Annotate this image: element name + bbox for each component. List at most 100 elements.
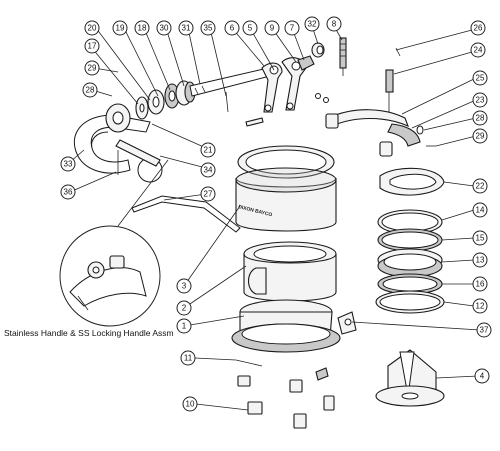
locking-segment-23 <box>379 123 421 157</box>
pin-26 <box>395 47 401 57</box>
callout-37: 37 <box>476 322 492 338</box>
valve-body-2 <box>243 241 337 302</box>
linkage-arm-25 <box>325 109 409 129</box>
inset-caption: Stainless Handle & SS Locking Handle Ass… <box>4 328 174 338</box>
ring-15 <box>377 228 443 252</box>
callout-4: 4 <box>474 368 490 384</box>
svg-text:6: 6 <box>230 24 235 33</box>
svg-text:28: 28 <box>86 86 95 95</box>
small-pins <box>225 91 329 127</box>
svg-text:30: 30 <box>160 24 169 33</box>
callout-28-left: 28 <box>82 82 98 98</box>
callout-21: 21 <box>200 142 216 158</box>
svg-text:32: 32 <box>308 20 317 29</box>
svg-text:35: 35 <box>204 24 213 33</box>
callout-5: 5 <box>242 20 258 36</box>
svg-text:14: 14 <box>476 206 485 215</box>
svg-text:29: 29 <box>476 132 485 141</box>
screw-11 <box>235 359 263 367</box>
callout-10: 10 <box>182 396 198 412</box>
latch-37 <box>337 311 357 335</box>
ring-14 <box>377 209 443 235</box>
svg-text:11: 11 <box>184 354 193 363</box>
callout-22: 22 <box>472 178 488 194</box>
callout-18: 18 <box>134 20 150 36</box>
callout-28-right: 28 <box>472 110 488 126</box>
svg-text:20: 20 <box>88 24 97 33</box>
spring-rod-24 <box>385 69 394 112</box>
svg-text:19: 19 <box>116 24 125 33</box>
washer-28 <box>416 125 424 135</box>
hardware-set-10 <box>237 367 335 429</box>
callout-8: 8 <box>326 16 342 32</box>
callout-26: 26 <box>470 20 486 36</box>
callout-14: 14 <box>472 202 488 218</box>
callout-17: 17 <box>84 38 100 54</box>
callout-36: 36 <box>60 184 76 200</box>
svg-text:26: 26 <box>474 24 483 33</box>
svg-text:37: 37 <box>480 326 489 335</box>
callout-29-right: 29 <box>472 128 488 144</box>
callout-3: 3 <box>176 278 192 294</box>
svg-text:25: 25 <box>476 74 485 83</box>
stand-4 <box>375 349 445 407</box>
detail-inset <box>59 159 169 327</box>
svg-text:4: 4 <box>480 372 485 381</box>
callout-9: 9 <box>264 20 280 36</box>
callout-2: 2 <box>176 300 192 316</box>
svg-text:7: 7 <box>290 24 295 33</box>
svg-text:31: 31 <box>182 24 191 33</box>
callout-16: 16 <box>472 276 488 292</box>
callout-1: 1 <box>176 318 192 334</box>
bushing-32 <box>311 42 325 58</box>
callout-24: 24 <box>470 42 486 58</box>
callout-15: 15 <box>472 230 488 246</box>
svg-text:33: 33 <box>64 160 73 169</box>
svg-text:15: 15 <box>476 234 485 243</box>
callout-23: 23 <box>472 92 488 108</box>
callout-30: 30 <box>156 20 172 36</box>
handle-arm <box>73 114 151 174</box>
svg-text:17: 17 <box>88 42 97 51</box>
callout-7: 7 <box>284 20 300 36</box>
svg-text:36: 36 <box>64 188 73 197</box>
callout-29-left: 29 <box>84 60 100 76</box>
callout-12: 12 <box>472 298 488 314</box>
svg-text:24: 24 <box>474 46 483 55</box>
svg-text:21: 21 <box>204 146 213 155</box>
svg-text:34: 34 <box>204 166 213 175</box>
rod-27 <box>131 195 241 233</box>
cam-plate-7 <box>297 55 315 71</box>
ring-13 <box>377 248 443 278</box>
callout-13: 13 <box>472 252 488 268</box>
callout-11: 11 <box>180 350 196 366</box>
main-shaft <box>189 67 271 97</box>
callout-34: 34 <box>200 162 216 178</box>
svg-text:13: 13 <box>476 256 485 265</box>
callout-31: 31 <box>178 20 194 36</box>
svg-text:10: 10 <box>186 400 195 409</box>
callout-27: 27 <box>200 186 216 202</box>
callout-33: 33 <box>60 156 76 172</box>
svg-text:3: 3 <box>182 282 187 291</box>
svg-text:27: 27 <box>204 190 213 199</box>
ring-12 <box>375 290 445 314</box>
cam-arm-left <box>261 62 283 113</box>
gasket-22 <box>379 167 445 196</box>
svg-text:8: 8 <box>332 20 337 29</box>
callout-25: 25 <box>472 70 488 86</box>
svg-text:22: 22 <box>476 182 485 191</box>
shaft-washer-stack <box>135 80 196 120</box>
cam-arm-right <box>281 57 307 111</box>
callout-32: 32 <box>304 16 320 32</box>
callout-6: 6 <box>224 20 240 36</box>
svg-text:28: 28 <box>476 114 485 123</box>
top-adapter-3: DIXON BAYCO <box>235 145 337 232</box>
leader-lines <box>69 25 481 411</box>
svg-text:16: 16 <box>476 280 485 289</box>
svg-text:2: 2 <box>182 304 187 313</box>
bottom-flange-1 <box>231 299 341 353</box>
svg-text:12: 12 <box>476 302 485 311</box>
callout-35: 35 <box>200 20 216 36</box>
